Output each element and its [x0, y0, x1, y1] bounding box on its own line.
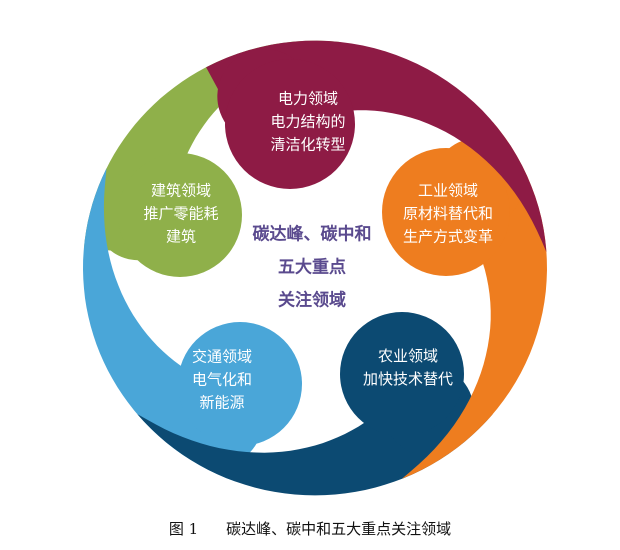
label-transport: 交通领域 电气化和 新能源: [192, 346, 252, 415]
segment-head: [225, 59, 355, 189]
label-line: 电力结构的: [270, 112, 346, 131]
label-line: 推广零能耗: [143, 204, 219, 223]
label-line: 建筑领域: [150, 181, 212, 200]
segment-lightblue: [83, 168, 302, 482]
label-line: 工业领域: [417, 181, 479, 200]
label-line: 农业领域: [377, 347, 439, 365]
segment-head: [118, 153, 242, 277]
figure-number: 图 1: [168, 520, 199, 538]
center-line: 碳达峰、碳中和: [252, 224, 372, 245]
label-line: 电力领域: [277, 89, 339, 108]
segment-head: [340, 312, 464, 436]
segment-green: [83, 40, 340, 277]
label-line: 加快技术替代: [362, 370, 454, 388]
label-line: 交通领域: [191, 347, 253, 366]
segment-darkblue: [137, 312, 493, 496]
figure-caption: 图 1 碳达峰、碳中和五大重点关注领域: [0, 518, 620, 539]
segment-head: [382, 148, 510, 276]
label-agriculture: 农业领域 加快技术替代: [363, 345, 453, 391]
label-building: 建筑领域 推广零能耗 建筑: [143, 180, 218, 249]
segment-maroon: [206, 40, 547, 253]
figure-title: 碳达峰、碳中和五大重点关注领域: [226, 520, 452, 538]
segment-orange: [382, 121, 547, 479]
label-line: 生产方式变革: [402, 227, 494, 246]
label-line: 建筑: [165, 227, 197, 246]
center-line: 关注领域: [278, 290, 346, 311]
label-line: 电气化和: [191, 370, 253, 389]
center-line: 五大重点: [278, 257, 346, 278]
label-line: 原材料替代和: [402, 204, 494, 223]
segment-head: [178, 322, 302, 446]
label-line: 新能源: [199, 393, 245, 412]
label-line: 清洁化转型: [270, 135, 346, 154]
label-power: 电力领域 电力结构的 清洁化转型: [270, 88, 345, 157]
center-title: 碳达峰、碳中和 五大重点 关注领域: [253, 219, 372, 318]
label-industry: 工业领域 原材料替代和 生产方式变革: [403, 180, 493, 249]
